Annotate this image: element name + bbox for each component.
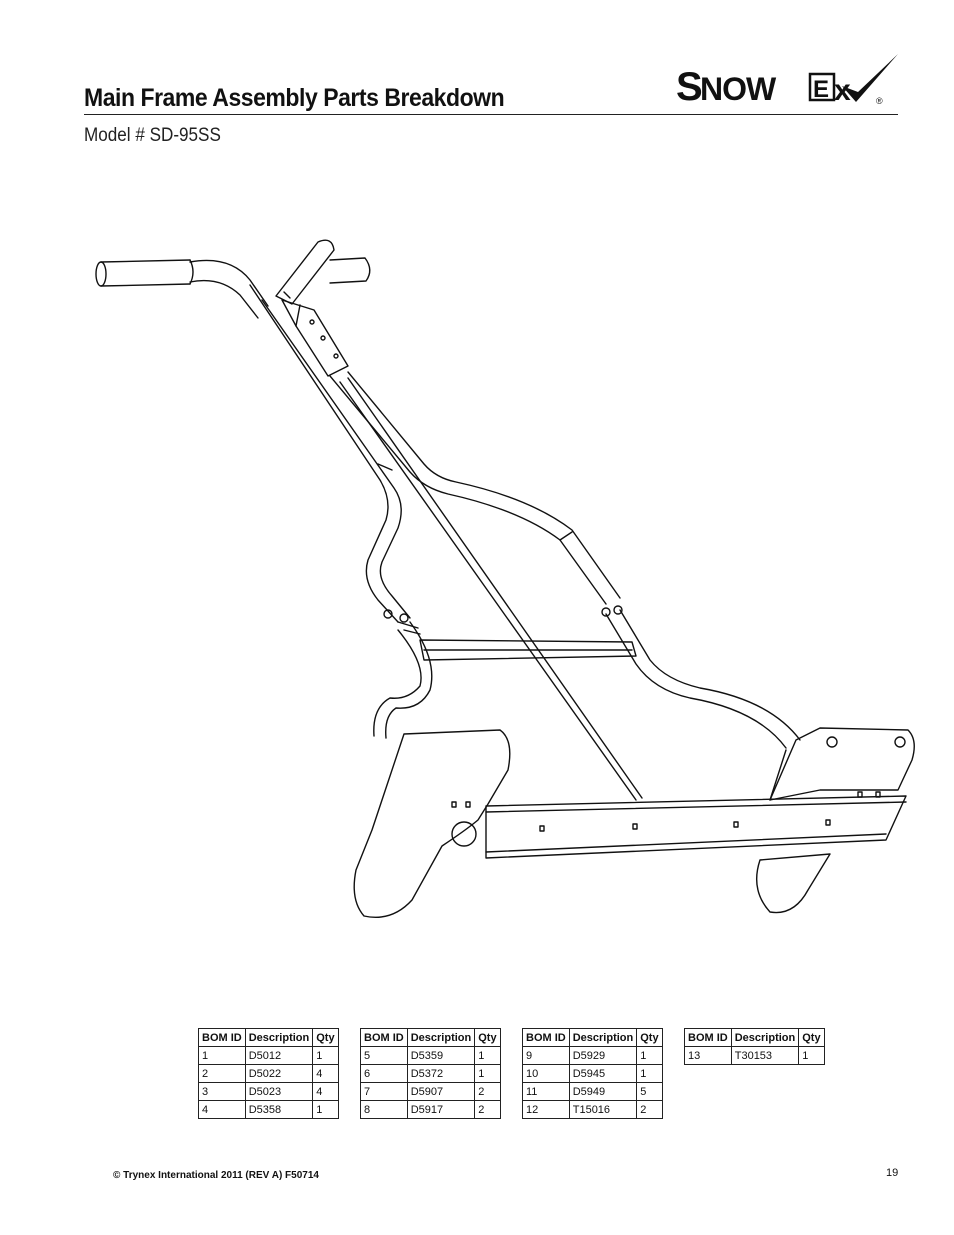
page-number: 19 [886,1167,899,1179]
bom-table-3: BOM ID Description Qty 9 D5929 1 10 D594… [522,1028,663,1119]
copyright-footer: © Trynex International 2011 (REV A) F507… [113,1170,319,1181]
table-row: 3 D5023 4 [198,1082,339,1101]
bom-description-cell: D5945 [568,1064,638,1083]
bom-id-cell: 13 [684,1046,732,1065]
bom-qty-cell: 2 [636,1100,663,1119]
snowex-logo: S NOW E x ® [676,54,898,108]
bom-header-qty: Qty [636,1028,663,1047]
svg-text:E: E [813,76,829,103]
bom-header-id: BOM ID [522,1028,570,1047]
left-hand-grip [95,259,194,287]
bom-header-description: Description [244,1028,314,1047]
bom-id-cell: 5 [360,1046,408,1065]
bom-id-cell: 7 [360,1082,408,1101]
left-side-plate [353,729,511,918]
table-row: 6 D5372 1 [360,1064,501,1083]
table-row: 11 D5949 5 [522,1082,663,1101]
bom-description-cell: T30153 [730,1046,800,1065]
bom-header-description: Description [406,1028,476,1047]
bom-header-id: BOM ID [684,1028,732,1047]
handle-bracket [281,299,349,377]
bom-qty-cell: 2 [474,1082,501,1101]
model-number: Model # SD-95SS [84,125,221,146]
bom-description-cell: D5372 [406,1064,476,1083]
bom-table-1: BOM ID Description Qty 1 D5012 1 2 D5022… [198,1028,339,1119]
table-row: 13 T30153 1 [684,1046,825,1065]
control-lever [275,239,335,305]
svg-text:NOW: NOW [700,71,777,107]
table-row: 4 D5358 1 [198,1100,339,1119]
bom-header-id: BOM ID [198,1028,246,1047]
bom-qty-cell: 1 [312,1100,339,1119]
bom-header-id: BOM ID [360,1028,408,1047]
bom-description-cell: D5949 [568,1082,638,1101]
bom-qty-cell: 1 [312,1046,339,1065]
bom-table-2: BOM ID Description Qty 5 D5359 1 6 D5372… [360,1028,501,1119]
bom-qty-cell: 4 [312,1082,339,1101]
bom-description-cell: D5022 [244,1064,314,1083]
table-row: 2 D5022 4 [198,1064,339,1083]
table-row: 5 D5359 1 [360,1046,501,1065]
right-side-plate [756,727,915,914]
bom-id-cell: 9 [522,1046,570,1065]
table-row: 9 D5929 1 [522,1046,663,1065]
bom-header-qty: Qty [798,1028,825,1047]
svg-text:S: S [676,65,702,108]
table-row: 1 D5012 1 [198,1046,339,1065]
bom-description-cell: D5907 [406,1082,476,1101]
title-rule [84,114,898,115]
bom-id-cell: 8 [360,1100,408,1119]
bom-id-cell: 12 [522,1100,570,1119]
bom-qty-cell: 1 [636,1046,663,1065]
bom-description-cell: D5012 [244,1046,314,1065]
bom-qty-cell: 5 [636,1082,663,1101]
bom-qty-cell: 4 [312,1064,339,1083]
bom-table-4: BOM ID Description Qty 13 T30153 1 [684,1028,825,1065]
table-row: 12 T15016 2 [522,1100,663,1119]
bom-description-cell: D5358 [244,1100,314,1119]
bom-id-cell: 11 [522,1082,570,1101]
bom-id-cell: 3 [198,1082,246,1101]
svg-text:®: ® [876,96,883,106]
bom-header-description: Description [568,1028,638,1047]
bom-id-cell: 4 [198,1100,246,1119]
bom-qty-cell: 2 [474,1100,501,1119]
bom-description-cell: D5359 [406,1046,476,1065]
bom-description-cell: T15016 [568,1100,638,1119]
bom-id-cell: 10 [522,1064,570,1083]
bom-header-description: Description [730,1028,800,1047]
table-row: 10 D5945 1 [522,1064,663,1083]
right-hand-grip [329,257,371,284]
table-row: 7 D5907 2 [360,1082,501,1101]
table-row: 8 D5917 2 [360,1100,501,1119]
bom-description-cell: D5917 [406,1100,476,1119]
bom-description-cell: D5023 [244,1082,314,1101]
bom-id-cell: 2 [198,1064,246,1083]
auger-housing [485,795,907,859]
bom-header-qty: Qty [474,1028,501,1047]
bom-description-cell: D5929 [568,1046,638,1065]
bom-header-qty: Qty [312,1028,339,1047]
bom-qty-cell: 1 [636,1064,663,1083]
svg-text:x: x [834,74,851,107]
cross-bar [419,639,637,661]
bom-qty-cell: 1 [474,1046,501,1065]
bom-qty-cell: 1 [474,1064,501,1083]
page-title: Main Frame Assembly Parts Breakdown [84,84,505,112]
bom-id-cell: 6 [360,1064,408,1083]
bom-id-cell: 1 [198,1046,246,1065]
bom-qty-cell: 1 [798,1046,825,1065]
